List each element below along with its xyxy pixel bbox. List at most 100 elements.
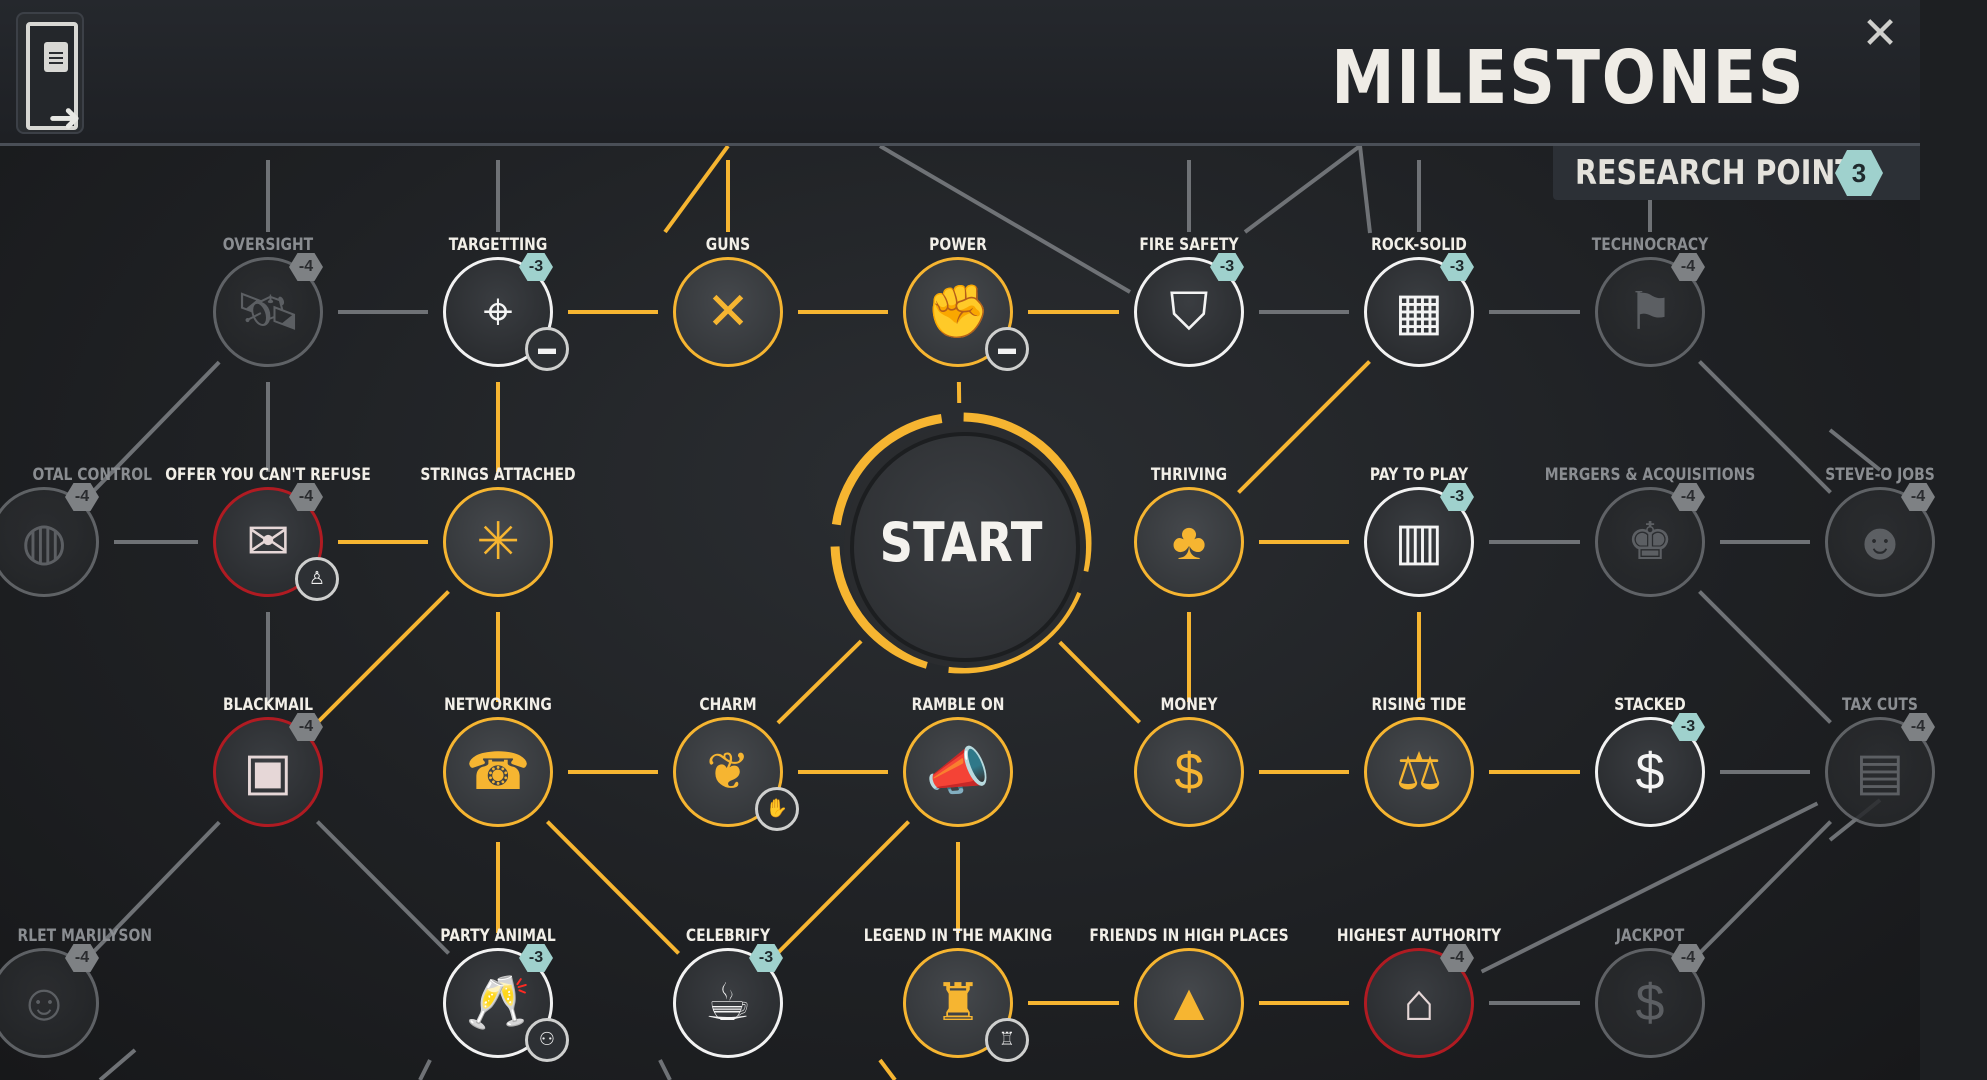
- milestone-node-targetting[interactable]: ⌖-3▬: [443, 253, 569, 371]
- milestone-node-jackpot[interactable]: $-4: [1595, 944, 1705, 1058]
- milestone-label: RLET MARILYSON: [17, 926, 152, 946]
- cost-value: -3: [528, 258, 544, 275]
- coffee-mug-icon: ☕: [704, 974, 752, 1032]
- milestone-label: THRIVING: [1150, 465, 1228, 485]
- exit-menu-button[interactable]: ➜: [16, 12, 84, 138]
- milestone-label: CELEBRIFY: [685, 926, 771, 946]
- milestone-node-networking[interactable]: ☎: [443, 717, 553, 827]
- statue-icon: ♜: [934, 974, 982, 1032]
- milestone-node-stacked[interactable]: $-3: [1595, 713, 1705, 827]
- connection-line-stub: [1358, 145, 1372, 234]
- arrow-right-icon: ➜: [48, 96, 82, 140]
- milestone-label: OTAL CONTROL: [32, 465, 152, 485]
- connection-line-stub: [658, 1059, 672, 1080]
- connection-line-stub: [1828, 428, 1882, 472]
- milestone-node-tax-cuts[interactable]: ▤-4: [1825, 713, 1935, 827]
- milestone-label: CHARM: [699, 695, 757, 715]
- milestone-node-celebrify[interactable]: ☕-3: [673, 944, 783, 1058]
- milestone-node-scarlet-marilyson[interactable]: ☺-4: [0, 944, 99, 1058]
- milestone-node-pay-to-play[interactable]: ▥-3: [1364, 483, 1474, 597]
- milestone-node-fire-safety[interactable]: ⛉-3: [1134, 253, 1244, 367]
- start-node[interactable]: START: [828, 410, 1094, 676]
- connection-lines: [91, 144, 1882, 1080]
- cost-value: -3: [1449, 488, 1465, 505]
- milestone-label: MERGERS & ACQUISITIONS: [1544, 465, 1756, 485]
- top-bar: ➜ MILESTONES ✕: [0, 0, 1920, 146]
- milestone-node-strings-attached[interactable]: ✳: [443, 487, 553, 597]
- milestone-label: BLACKMAIL: [222, 695, 314, 715]
- milestone-node-ramble-on[interactable]: 📣: [903, 717, 1013, 827]
- connection-line: [1698, 590, 1832, 724]
- milestone-node-charm[interactable]: ❦✋: [673, 717, 799, 831]
- milestone-label: POWER: [929, 235, 987, 255]
- connection-line-stub: [1243, 144, 1362, 234]
- cost-value: -4: [1680, 488, 1696, 505]
- cost-value: -4: [1680, 258, 1696, 275]
- pyramid-eye-icon: ▲: [1163, 974, 1215, 1032]
- milestone-label: OVERSIGHT: [222, 235, 314, 255]
- node-ring: [673, 257, 783, 367]
- connection-line: [1697, 820, 1833, 955]
- cost-value: -4: [74, 949, 90, 966]
- milestone-label: STRINGS ATTACHED: [420, 465, 576, 485]
- skull-letter-icon: ✉: [246, 513, 290, 571]
- white-house-icon: ⌂: [1403, 974, 1435, 1032]
- crossed-rifles-icon: ✕: [706, 283, 750, 341]
- milestone-node-rock-solid[interactable]: ▦-3: [1364, 253, 1474, 367]
- portrait-icon: ☻: [1852, 513, 1908, 571]
- research-points-badge: 3: [1835, 150, 1883, 196]
- start-progress-ring: [830, 412, 1092, 674]
- close-button[interactable]: ✕: [1858, 12, 1902, 56]
- milestone-node-mergers[interactable]: ♚-4: [1595, 483, 1705, 597]
- milestone-node-technocracy[interactable]: ⚑-4: [1595, 253, 1705, 367]
- champagne-glasses-icon: 🥂: [465, 974, 531, 1032]
- milestone-node-rising-tide[interactable]: ⚖: [1364, 717, 1474, 827]
- start-node-core: [850, 432, 1080, 662]
- globe-icon: ◍: [21, 513, 67, 571]
- milestone-label: HIGHEST AUTHORITY: [1336, 926, 1502, 946]
- milestone-node-oversight[interactable]: 🛰-4: [213, 253, 323, 367]
- milestone-node-total-control[interactable]: ◍-4: [0, 483, 99, 597]
- connection-line-stub: [98, 1048, 137, 1080]
- milestone-label: RISING TIDE: [1371, 695, 1467, 715]
- milestone-node-legend[interactable]: ♜♖: [903, 948, 1029, 1062]
- milestone-label: MONEY: [1160, 695, 1218, 715]
- milestone-node-blackmail[interactable]: ▣-4: [213, 713, 323, 827]
- milestone-label: ROCK-SOLID: [1371, 235, 1467, 255]
- cost-value: -3: [528, 949, 544, 966]
- connection-line: [91, 360, 221, 494]
- milestone-node-money[interactable]: $: [1134, 717, 1244, 827]
- milestones-screen: ➜ MILESTONES ✕ RESEARCH POINTS 3 START 🛰…: [0, 0, 1935, 1080]
- milestone-node-party-animal[interactable]: 🥂 -3 ⚇: [443, 944, 569, 1062]
- milestone-label: OFFER YOU CAN'T REFUSE: [165, 465, 371, 485]
- milestone-node-friends[interactable]: ▲: [1134, 948, 1244, 1058]
- milestone-label: JACKPOT: [1615, 926, 1685, 946]
- milestone-label: NETWORKING: [444, 695, 552, 715]
- milestone-node-power[interactable]: ✊▬: [903, 257, 1029, 371]
- milestone-node-thriving[interactable]: ♣: [1134, 487, 1244, 597]
- spider-web-icon: ✳: [476, 513, 520, 571]
- milestone-label: STACKED: [1614, 695, 1686, 715]
- person-icon: ♙: [295, 557, 339, 601]
- handshake-icon: ❦: [706, 743, 750, 801]
- research-points-value: 3: [1851, 158, 1867, 188]
- milestone-label: RAMBLE ON: [911, 695, 1005, 715]
- cost-badge: -4: [65, 944, 99, 972]
- cash-register-icon: ▤: [1855, 743, 1905, 801]
- milestone-label: TARGETTING: [448, 235, 548, 255]
- research-points-panel: RESEARCH POINTS 3: [1553, 146, 1920, 200]
- connection-line: [1698, 360, 1832, 494]
- cost-value: -4: [298, 488, 314, 505]
- connection-line: [545, 820, 681, 955]
- research-points-label: RESEARCH POINTS: [1575, 153, 1876, 193]
- node-ring: [213, 257, 323, 367]
- group-icon: ⚇: [525, 1018, 569, 1062]
- satellite-icon: 🛰: [234, 283, 301, 341]
- milestone-node-highest-authority[interactable]: ⌂-4: [1364, 944, 1474, 1058]
- milestone-node-steve-o-jobs[interactable]: ☻-4: [1825, 483, 1935, 597]
- milestone-node-offer[interactable]: ✉ -4 ♙: [213, 483, 339, 601]
- connection-line-stub: [878, 144, 1132, 294]
- connection-line: [91, 820, 221, 955]
- milestone-node-guns[interactable]: ✕: [673, 257, 783, 367]
- tank-icon: ▬: [525, 327, 569, 371]
